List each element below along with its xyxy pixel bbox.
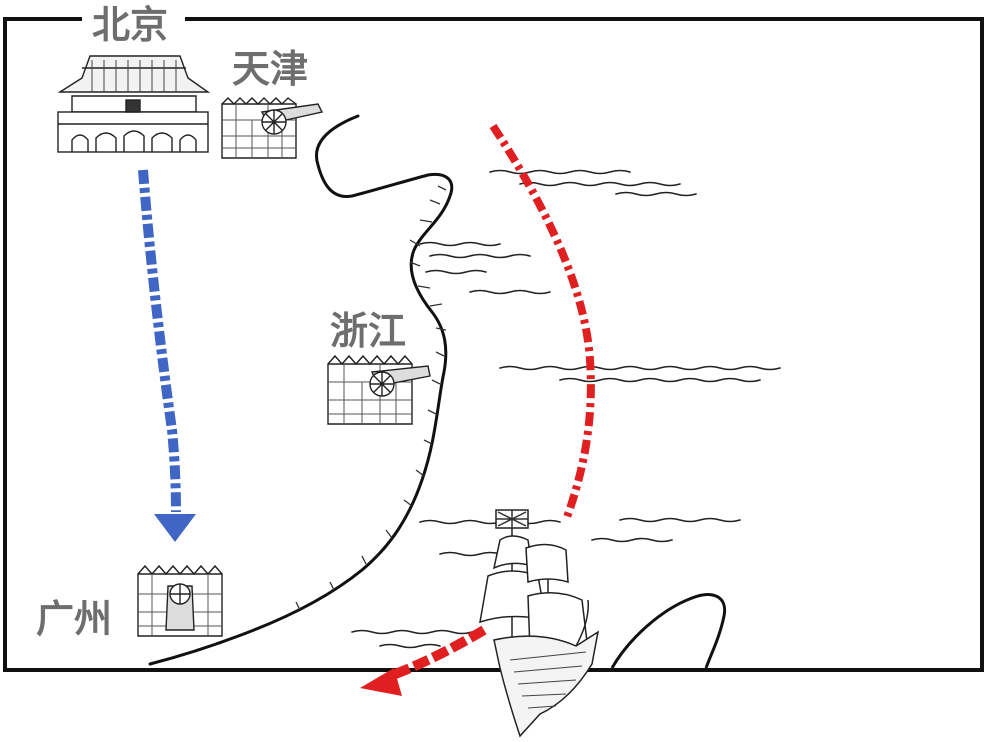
fort-cannon-icon [327, 354, 431, 425]
island-outline [610, 593, 727, 669]
guangzhou-label: 广州 [36, 597, 112, 641]
sea-route-return-line [388, 625, 487, 681]
sea-waves [351, 169, 781, 649]
beijing-label-bg [84, 2, 184, 42]
sailing-ship-icon [479, 509, 600, 738]
tianjin-label: 天津 [232, 47, 308, 91]
fort-cannon-icon [221, 97, 324, 159]
coast-hatching [295, 185, 447, 611]
fort-cannon-icon [137, 564, 223, 637]
sea-route-line [489, 123, 595, 522]
beijing-label: 北京 [92, 3, 168, 47]
palace-gate-icon [57, 55, 211, 153]
zhejiang-label: 浙江 [330, 309, 406, 353]
sea-route-arrowhead [360, 668, 402, 696]
land-route-arrowhead [154, 514, 196, 542]
map-frame [3, 17, 984, 672]
coastline [148, 114, 454, 666]
land-route-line [138, 169, 181, 513]
